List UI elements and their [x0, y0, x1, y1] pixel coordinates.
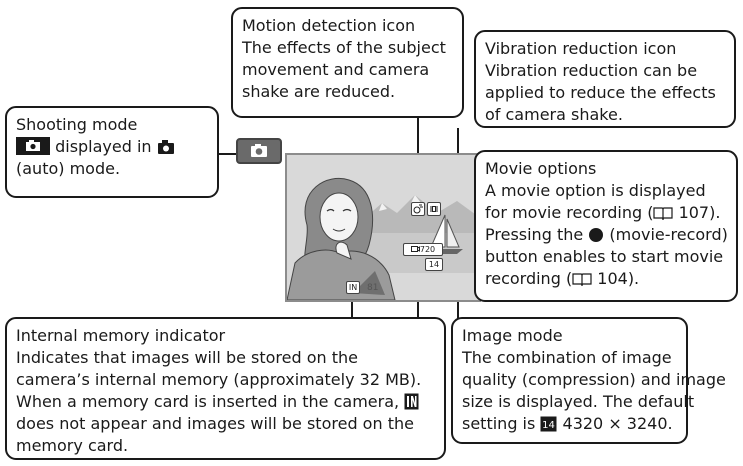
internal-memory-line-3-text: When a memory card is inserted in the ca…	[16, 392, 405, 411]
svg-text:14: 14	[543, 420, 556, 431]
movie-options-title: Movie options	[485, 159, 597, 178]
movie-options-line-5: recording ( 104).	[485, 268, 727, 290]
camera-mode-badge-icon	[16, 137, 50, 155]
movie-options-line-3: Pressing the (movie-record)	[485, 224, 728, 246]
internal-memory-icon	[404, 393, 419, 410]
camera-monitor-screen: 720 14 IN 81	[285, 153, 481, 302]
internal-memory-badge-text: IN	[348, 283, 358, 292]
image-mode-badge: 14	[425, 258, 443, 271]
image-mode-title: Image mode	[462, 326, 563, 345]
shooting-mode-displayed-text: displayed in	[50, 137, 157, 156]
internal-memory-line-1: Indicates that images will be stored on …	[16, 348, 359, 367]
internal-memory-badge: IN	[346, 281, 360, 294]
internal-memory-callout: Internal memory indicator Indicates that…	[5, 317, 446, 460]
shooting-mode-callout: Shooting mode displayed in (auto) mode.	[5, 106, 219, 198]
movie-options-page-ref-1: 107).	[673, 203, 721, 222]
shooting-mode-tab	[236, 138, 282, 164]
internal-memory-line-2: camera’s internal memory (approximately …	[16, 370, 422, 389]
book-reference-icon	[572, 273, 592, 287]
movie-options-callout: Movie options A movie option is displaye…	[474, 150, 738, 302]
shots-remaining: 81	[367, 283, 379, 293]
movie-badge-text: 720	[419, 245, 436, 254]
movie-options-line-5-text: recording (	[485, 269, 573, 288]
movie-record-button-icon	[589, 228, 604, 242]
movie-options-line-4: button enables to start movie	[485, 247, 724, 266]
image-mode-icon: 14	[540, 416, 557, 432]
vibration-reduction-line-2: applied to reduce the effects	[485, 83, 716, 102]
internal-memory-title: Internal memory indicator	[16, 326, 226, 345]
movie-options-line-1: A movie option is displayed	[485, 181, 706, 200]
vibration-reduction-title: Vibration reduction icon	[485, 39, 677, 58]
shooting-mode-line-2: (auto) mode.	[16, 159, 121, 178]
image-mode-line-4: setting is 14 4320 × 3240.	[462, 413, 677, 435]
image-mode-line-4-text: setting is	[462, 414, 541, 433]
image-mode-line-1: The combination of image	[462, 348, 672, 367]
motion-detection-line-3: shake are reduced.	[242, 82, 396, 101]
internal-memory-line-4: does not appear and images will be store…	[16, 414, 414, 433]
motion-detection-line-1: The effects of the subject	[242, 38, 446, 57]
movie-options-page-ref-2: 104).	[592, 269, 640, 288]
vibration-reduction-line-3: of camera shake.	[485, 105, 623, 124]
scene-illustration	[287, 155, 479, 300]
camera-icon	[157, 140, 174, 154]
camera-icon	[251, 144, 267, 157]
vibration-reduction-icon	[427, 202, 441, 216]
image-mode-default-size: 4320 × 3240.	[557, 414, 673, 433]
shooting-mode-line-1: displayed in	[16, 136, 208, 158]
motion-detection-title: Motion detection icon	[242, 16, 416, 35]
image-mode-callout: Image mode The combination of image qual…	[451, 317, 726, 444]
shooting-mode-title: Shooting mode	[16, 115, 138, 134]
movie-options-line-3-text: Pressing the	[485, 225, 589, 244]
movie-options-line-2-text: for movie recording (	[485, 203, 654, 222]
vibration-reduction-callout: Vibration reduction icon Vibration reduc…	[474, 30, 736, 128]
motion-detection-line-2: movement and camera	[242, 60, 430, 79]
motion-detection-icon	[411, 202, 425, 216]
movie-options-line-2: for movie recording ( 107).	[485, 202, 727, 224]
image-mode-line-3: size is displayed. The default	[462, 392, 695, 411]
internal-memory-line-3: When a memory card is inserted in the ca…	[16, 391, 435, 413]
image-mode-badge-text: 14	[428, 260, 440, 269]
vibration-reduction-line-1: Vibration reduction can be	[485, 61, 698, 80]
internal-memory-line-5: memory card.	[16, 436, 129, 455]
image-mode-line-2: quality (compression) and image	[462, 370, 726, 389]
motion-detection-callout: Motion detection icon The effects of the…	[231, 7, 464, 118]
book-reference-icon	[653, 207, 674, 221]
movie-options-badge: 720	[403, 243, 443, 256]
movie-options-line-3-suffix: (movie-record)	[604, 225, 728, 244]
